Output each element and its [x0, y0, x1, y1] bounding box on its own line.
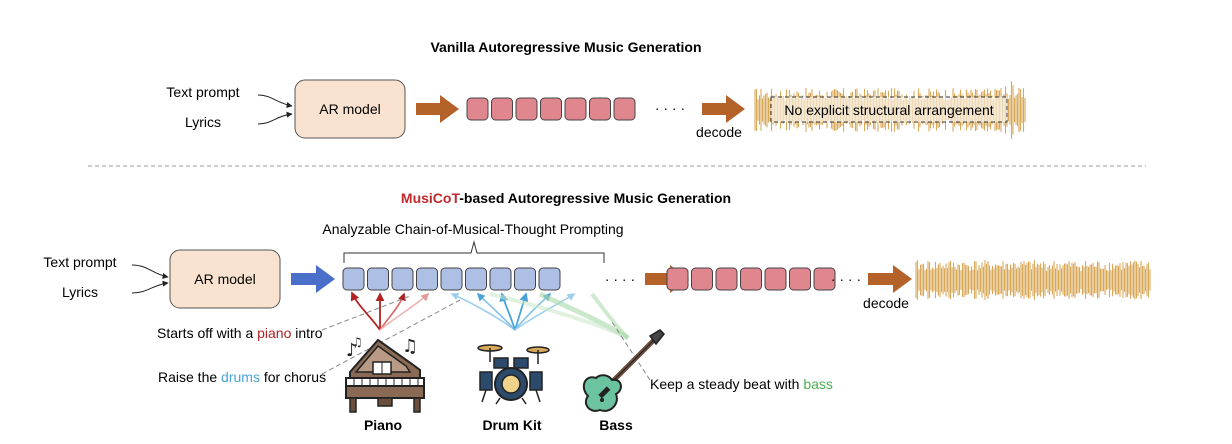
bottom-input-text-prompt: Text prompt: [43, 254, 116, 270]
bottom-audio-token: [666, 267, 689, 291]
bass-annotation: Keep a steady beat with bass: [650, 376, 833, 392]
top-arrow-to-tokens: [416, 95, 459, 123]
svg-text:♪: ♪: [346, 340, 358, 361]
cot-token: [465, 267, 487, 291]
bottom-ar-model-box: [169, 249, 281, 309]
cot-token: [489, 267, 512, 291]
bass-highlight: bass: [803, 376, 833, 392]
audio-ellipsis: · · · ·: [831, 271, 861, 287]
brace-label: Analyzable Chain-of-Musical-Thought Prom…: [322, 221, 623, 237]
audio-token-row: [666, 267, 836, 291]
piano-annotation: Starts off with a piano intro: [157, 325, 323, 341]
bottom-audio-token: [715, 267, 738, 291]
cot-token: [514, 267, 536, 291]
cot-token-row: [342, 267, 561, 291]
drum-kit-icon: [477, 344, 550, 405]
bottom-waveform: [915, 260, 1151, 300]
bass-annotation-pointer: [611, 321, 651, 381]
cot-token: [416, 267, 438, 291]
top-audio-token: [466, 97, 489, 121]
bottom-ar-model-label: AR model: [194, 271, 255, 287]
drum-kit-label: Drum Kit: [482, 417, 541, 433]
drums-annotation-pointer: [321, 299, 461, 375]
cot-token: [538, 267, 561, 291]
top-input-lyrics: Lyrics: [185, 114, 221, 130]
top-ar-model-label: AR model: [319, 101, 380, 117]
top-waveform-caption: No explicit structural arrangement: [784, 102, 993, 118]
bottom-audio-token: [691, 267, 713, 291]
top-waveform-caption-box: [770, 96, 1008, 123]
bottom-title: MusiCoT-based Autoregressive Music Gener…: [401, 190, 731, 206]
top-title: Vanilla Autoregressive Music Generation: [430, 39, 701, 55]
bottom-input-arrow-2: [131, 280, 169, 294]
bottom-decode-label: decode: [863, 295, 909, 311]
influence-curves: [350, 291, 630, 341]
top-audio-token: [540, 97, 562, 121]
top-audio-token: [491, 97, 513, 121]
bottom-title-musicot: MusiCoT: [401, 190, 461, 206]
top-audio-token: [515, 97, 538, 121]
top-ellipsis: · · · ·: [655, 100, 685, 116]
bottom-audio-token: [813, 267, 836, 291]
top-input-arrow-1: [257, 94, 293, 108]
bottom-title-rest: -based Autoregressive Music Generation: [459, 190, 731, 206]
top-input-text-prompt: Text prompt: [166, 84, 239, 100]
cot-token: [391, 267, 414, 291]
cot-ellipsis: · · · ·: [605, 271, 635, 287]
top-token-row: [466, 97, 636, 121]
top-decode-label: decode: [696, 124, 742, 140]
bass-label: Bass: [599, 417, 633, 433]
top-input-arrow-2: [257, 111, 293, 125]
piano-highlight: piano: [257, 325, 291, 341]
bottom-input-arrow-1: [131, 264, 169, 279]
brace: [343, 240, 605, 263]
svg-text:♫: ♫: [352, 335, 363, 349]
cot-token: [342, 267, 365, 291]
cot-token: [367, 267, 389, 291]
top-ar-model-box: [294, 79, 406, 139]
bottom-input-lyrics: Lyrics: [62, 284, 98, 300]
bottom-arrow-to-cot: [291, 265, 335, 293]
bass-guitar-icon: [582, 329, 666, 412]
bottom-arrow-to-waveform: [868, 265, 912, 293]
top-audio-token: [589, 97, 611, 121]
cot-token: [440, 267, 463, 291]
top-audio-token: [613, 97, 636, 121]
top-audio-token: [564, 97, 587, 121]
piano-label: Piano: [364, 417, 402, 433]
top-arrow-to-waveform: [702, 95, 745, 123]
bottom-audio-token: [789, 267, 811, 291]
bottom-audio-token: [764, 267, 787, 291]
svg-text:♫: ♫: [402, 336, 418, 357]
bottom-audio-token: [740, 267, 762, 291]
drums-highlight: drums: [221, 369, 260, 385]
drums-annotation: Raise the drums for chorus: [158, 369, 326, 385]
piano-icon: ♪ ♫ ♫: [345, 335, 425, 413]
